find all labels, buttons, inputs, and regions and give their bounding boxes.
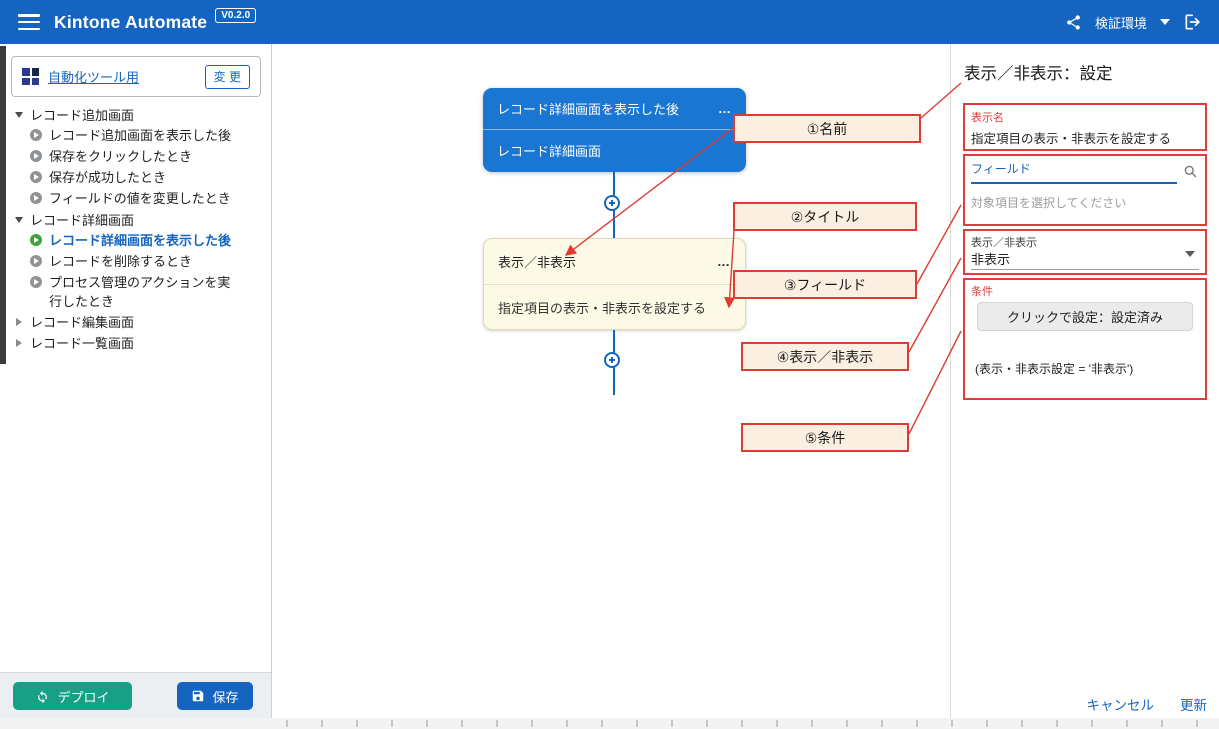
tree-item[interactable]: 保存をクリックしたとき [12,146,264,167]
bottom-scroll-area [0,718,1219,729]
event-tree: レコード追加画面 レコード追加画面を表示した後 保存をクリックしたとき 保存が成… [12,104,264,353]
version-badge: V0.2.0 [215,7,257,23]
sidebar-scrollbar[interactable] [0,46,6,364]
tree-group-record-add[interactable]: レコード追加画面 [12,104,264,125]
visibility-value: 非表示 [971,252,1011,267]
cancel-link[interactable]: キャンセル [1086,698,1155,713]
tree-group-record-edit[interactable]: レコード編集画面 [12,311,264,332]
trigger-node-subtitle: レコード詳細画面 [497,144,602,159]
action-node[interactable]: 表示／非表示 … 指定項目の表示・非表示を設定する [483,238,746,330]
tree-group-record-list[interactable]: レコード一覧画面 [12,332,264,353]
event-icon [30,192,42,204]
event-icon [30,255,42,267]
floppy-icon [193,690,204,702]
sync-icon [38,690,48,703]
tree-expanded-icon[interactable] [15,111,23,118]
tree-group-record-detail[interactable]: レコード詳細画面 [12,209,264,230]
tree-collapsed-icon[interactable] [16,317,22,326]
tree-item[interactable]: レコードを削除するとき [12,251,264,272]
topbar: Kintone Automate V0.2.0 検証環境 [0,0,1219,44]
app-icon [22,68,39,85]
deploy-button[interactable]: デプロイ [13,682,132,710]
display-name-field: 表示名 指定項目の表示・非表示を設定する [963,103,1207,151]
app-selector: 自動化ツール用 変 更 [11,56,261,97]
action-node-title: 表示／非表示 [498,255,577,270]
condition-section: 条件 クリックで設定：設定済み (表示・非表示設定 = '非表示') [963,278,1207,400]
condition-label: 条件 [971,286,993,298]
update-link[interactable]: 更新 [1180,698,1207,713]
field-selector: フィールド 対象項目を選択してください [963,154,1207,226]
annotation-name: ①名前 [733,114,921,143]
node-menu-icon[interactable]: … [717,254,731,269]
flow-canvas: レコード詳細画面を表示した後 … レコード詳細画面 表示／非表示 … 指定項目の… [272,44,950,718]
tree-collapsed-icon[interactable] [16,338,22,347]
display-name-value[interactable]: 指定項目の表示・非表示を設定する [971,132,1172,146]
tree-expanded-icon[interactable] [15,216,23,223]
event-icon [30,150,42,162]
share-icon[interactable] [1065,14,1082,31]
tree-item[interactable]: フィールドの値を変更したとき [12,188,264,209]
logout-icon[interactable] [1183,12,1203,32]
action-node-subtitle: 指定項目の表示・非表示を設定する [498,300,707,316]
add-step-button[interactable] [604,352,620,368]
sidebar: 自動化ツール用 変 更 レコード追加画面 レコード追加画面を表示した後 保存をク… [0,44,272,718]
select-underline [971,269,1199,270]
trigger-node[interactable]: レコード詳細画面を表示した後 … レコード詳細画面 [483,88,746,172]
panel-actions: キャンセル 更新 [1087,694,1208,714]
app-link[interactable]: 自動化ツール用 [48,70,140,85]
visibility-select[interactable]: 表示／非表示 非表示 [963,229,1207,275]
annotation-condition: ⑤条件 [741,423,909,452]
environment-label[interactable]: 検証環境 [1094,15,1147,31]
sidebar-footer: デプロイ 保存 [0,672,271,718]
tree-item[interactable]: プロセス管理のアクションを実行したとき [12,272,264,311]
add-step-button[interactable] [604,195,620,211]
condition-config-button[interactable]: クリックで設定：設定済み [977,302,1193,331]
visibility-label: 表示／非表示 [971,237,1037,249]
annotation-visibility: ④表示／非表示 [741,342,909,371]
annotation-title: ②タイトル [733,202,917,231]
dropdown-caret-icon[interactable] [1185,251,1195,257]
annotation-field: ③フィールド [733,270,917,299]
search-icon[interactable] [1183,164,1198,179]
condition-summary: (表示・非表示設定 = '非表示') [975,362,1134,376]
field-search-input[interactable] [971,162,1177,184]
caret-down-icon[interactable] [1160,19,1170,25]
tree-item[interactable]: レコード追加画面を表示した後 [12,125,264,146]
node-menu-icon[interactable]: … [718,101,732,116]
save-button[interactable]: 保存 [177,682,253,710]
tree-item-selected[interactable]: レコード詳細画面を表示した後 [12,230,264,251]
field-helper-text: 対象項目を選択してください [971,196,1127,210]
event-icon [30,171,42,183]
panel-title: 表示／非表示：設定 [964,65,1113,83]
event-icon [30,276,42,288]
event-icon [30,129,42,141]
horizontal-ruler-ticks [286,720,1217,727]
event-icon-active [30,234,42,246]
settings-panel: 表示／非表示：設定 表示名 指定項目の表示・非表示を設定する フィールド 対象項… [950,44,1219,718]
topbar-actions: 検証環境 [1065,12,1219,32]
action-node-header: 表示／非表示 … [484,239,745,285]
tree-item[interactable]: 保存が成功したとき [12,167,264,188]
display-name-label: 表示名 [971,112,1004,124]
trigger-node-header: レコード詳細画面を表示した後 … [483,88,746,130]
menu-icon[interactable] [18,14,40,30]
trigger-node-title: レコード詳細画面を表示した後 [497,102,680,117]
app-title: Kintone Automate [54,11,208,32]
change-app-button[interactable]: 変 更 [204,64,250,89]
